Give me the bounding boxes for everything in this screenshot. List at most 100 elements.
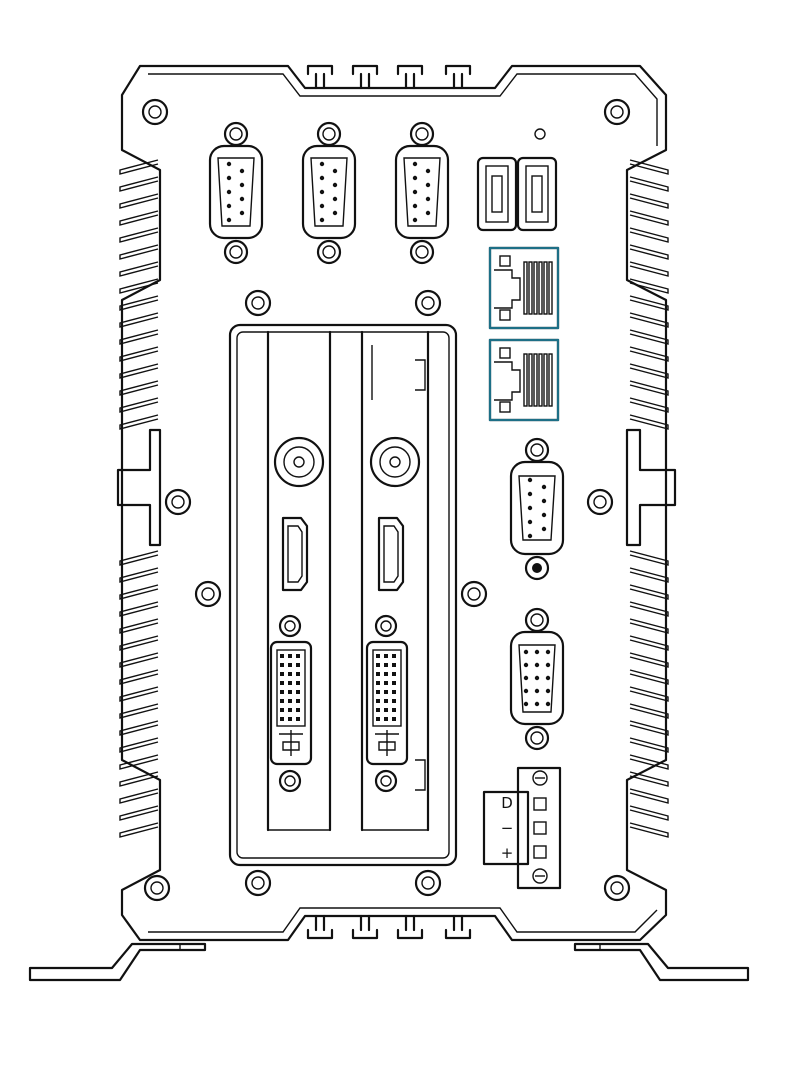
- mounting-tab: [351, 914, 379, 940]
- fin: [629, 312, 669, 328]
- fin: [629, 346, 669, 362]
- pin: [534, 662, 540, 668]
- screws: [141, 98, 631, 902]
- fin: [119, 822, 159, 838]
- fin: [119, 312, 159, 328]
- fin: [629, 295, 669, 311]
- fin: [629, 618, 669, 634]
- pin: [527, 519, 533, 525]
- pin: [527, 505, 533, 511]
- mounting-tab: [351, 64, 379, 90]
- usb-ports: [476, 156, 558, 232]
- com-port: [301, 121, 357, 265]
- expansion-bay: [228, 323, 458, 867]
- fin: [119, 720, 159, 736]
- mounting-tab: [306, 914, 334, 940]
- fin: [629, 754, 669, 770]
- fin: [629, 601, 669, 617]
- fin: [629, 805, 669, 821]
- screw-icon: [164, 488, 192, 516]
- pin: [545, 675, 551, 681]
- screw-icon: [414, 869, 442, 897]
- fin: [629, 329, 669, 345]
- screw-icon: [244, 869, 272, 897]
- pin: [523, 675, 529, 681]
- pin: [523, 701, 529, 707]
- fin: [119, 363, 159, 379]
- fin: [629, 363, 669, 379]
- fin: [119, 278, 159, 294]
- pin: [541, 526, 547, 532]
- pin: [534, 701, 540, 707]
- fin: [119, 686, 159, 702]
- com-ports-top: [208, 121, 450, 265]
- fin: [119, 788, 159, 804]
- screw-icon: [141, 98, 169, 126]
- fin: [629, 686, 669, 702]
- screw-icon: [460, 580, 488, 608]
- fin: [629, 822, 669, 838]
- fin: [119, 261, 159, 277]
- expansion-card: [269, 436, 325, 793]
- fin: [629, 193, 669, 209]
- fin: [629, 210, 669, 226]
- com-port: [394, 121, 450, 265]
- expansion-cards: [269, 436, 421, 793]
- fin: [119, 329, 159, 345]
- pin: [545, 701, 551, 707]
- fin: [629, 635, 669, 651]
- fin: [119, 346, 159, 362]
- screw-icon: [143, 874, 171, 902]
- pin: [534, 688, 540, 694]
- fin: [119, 193, 159, 209]
- fin: [629, 278, 669, 294]
- fin: [119, 414, 159, 430]
- fin: [629, 720, 669, 736]
- mounting-tab: [444, 64, 472, 90]
- fin: [119, 567, 159, 583]
- fin: [629, 244, 669, 260]
- pin: [527, 491, 533, 497]
- fin: [119, 618, 159, 634]
- pin: [534, 649, 540, 655]
- pin: [541, 484, 547, 490]
- screw-icon: [194, 580, 222, 608]
- screw-icon: [603, 98, 631, 126]
- left-side-bracket: [116, 428, 162, 547]
- fin: [119, 703, 159, 719]
- pin: [523, 662, 529, 668]
- fin: [629, 567, 669, 583]
- fin: [629, 771, 669, 787]
- right-heatsink-fins: [629, 159, 669, 838]
- fin: [119, 584, 159, 600]
- pin: [545, 662, 551, 668]
- fin: [119, 227, 159, 243]
- com-port: [208, 121, 264, 265]
- screw-icon: [414, 289, 442, 317]
- fin: [629, 703, 669, 719]
- expansion-card: [365, 436, 421, 793]
- fin: [119, 771, 159, 787]
- pin: [523, 688, 529, 694]
- lan-port: [488, 246, 560, 330]
- chassis: [120, 64, 668, 942]
- mounting-tab: [396, 64, 424, 90]
- terminal-label-minus: −: [501, 819, 514, 837]
- pin: [541, 498, 547, 504]
- com-port-right: [509, 437, 565, 581]
- fin: [119, 210, 159, 226]
- mounting-feet: [28, 942, 750, 982]
- screw-icon: [586, 488, 614, 516]
- right-side-bracket: [625, 428, 677, 547]
- left-heatsink-fins: [119, 159, 159, 838]
- fin: [629, 737, 669, 753]
- fin: [119, 652, 159, 668]
- top-mounting-tabs: [306, 64, 472, 90]
- screw-icon: [603, 874, 631, 902]
- fin: [119, 159, 159, 175]
- fin: [629, 380, 669, 396]
- vga-port: [509, 607, 565, 751]
- lan-port: [488, 338, 560, 422]
- fin: [119, 754, 159, 770]
